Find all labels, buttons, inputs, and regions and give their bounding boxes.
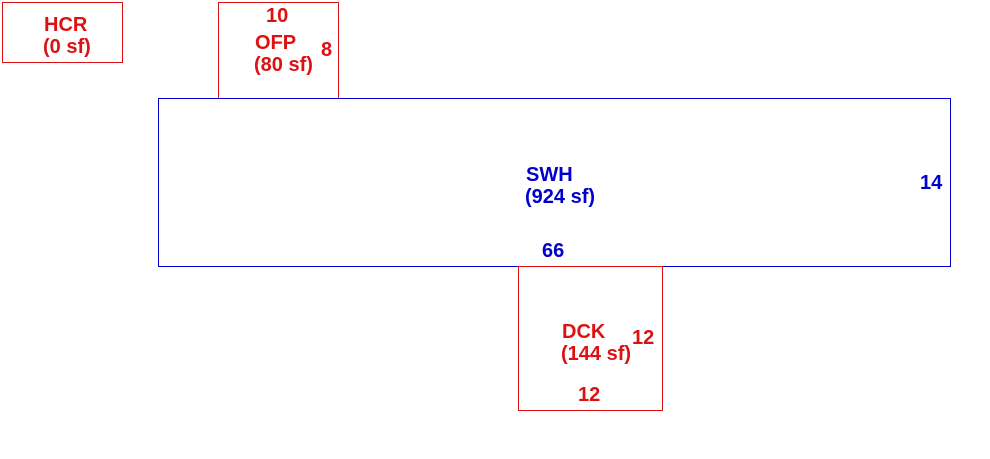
- dck-area-box: [518, 266, 663, 411]
- ofp-area-label: (80 sf): [254, 54, 313, 76]
- dck-width-dimension: 12: [578, 384, 601, 406]
- swh-depth-dimension: 14: [920, 172, 943, 194]
- ofp-code-label: OFP: [255, 32, 297, 54]
- hcr-area-box: [2, 2, 123, 63]
- dck-depth-dimension: 12: [632, 327, 655, 349]
- ofp-depth-dimension: 8: [321, 39, 333, 61]
- dck-area-label: (144 sf): [561, 343, 632, 365]
- dck-code-label: DCK: [562, 321, 606, 343]
- ofp-width-dimension: 10: [266, 5, 289, 27]
- hcr-code-label: HCR: [44, 14, 88, 36]
- swh-code-label: SWH: [526, 164, 573, 186]
- swh-width-dimension: 66: [542, 240, 565, 262]
- swh-area-label: (924 sf): [525, 186, 596, 208]
- hcr-area-label: (0 sf): [43, 36, 91, 58]
